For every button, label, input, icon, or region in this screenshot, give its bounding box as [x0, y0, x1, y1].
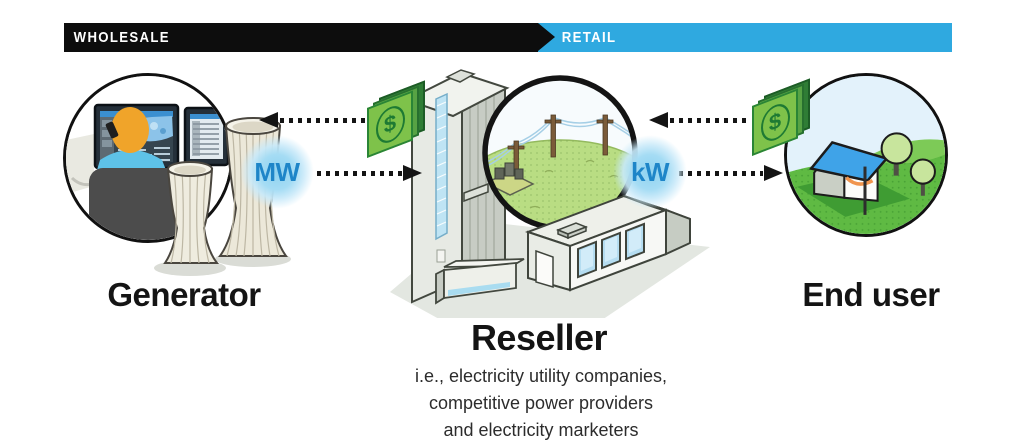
- retail-banner: RETAIL: [538, 23, 952, 52]
- dollar-sign: $: [383, 108, 397, 139]
- window-strip: [435, 92, 448, 241]
- wholesale-arrow-tip-icon: [538, 23, 555, 51]
- substation-icon: [485, 162, 535, 196]
- dollar-bill-icon: $: [752, 88, 798, 156]
- wholesale-banner-label: WHOLESALE: [73, 29, 170, 46]
- power-to-reseller-dotted-line: [317, 171, 402, 176]
- money-to-generator-arrowhead-icon: [259, 112, 278, 128]
- generator-circle: [63, 73, 233, 243]
- reseller-description-line: competitive power providers: [428, 393, 654, 413]
- end-user-circle: [784, 73, 948, 237]
- dollar-bill-icon: $: [367, 90, 413, 158]
- power-lines: [486, 117, 635, 167]
- home-scene-icon: [787, 76, 945, 234]
- power-to-end-user-arrowhead-icon: [764, 165, 783, 181]
- retail-banner-label: RETAIL: [561, 29, 617, 46]
- reseller-description: i.e., electricity utility companies, com…: [366, 363, 716, 444]
- operator-icon: [89, 107, 181, 240]
- end-user-label: End user: [802, 276, 940, 313]
- control-room-icon: [66, 76, 230, 240]
- kw-badge-label: kW: [631, 156, 670, 187]
- mw-badge: MW: [231, 126, 323, 218]
- tree-icon: [880, 132, 936, 196]
- reseller-description-line: i.e., electricity utility companies,: [414, 366, 668, 386]
- dollar-sign: $: [768, 106, 782, 137]
- retail-money-icon: $: [752, 78, 814, 178]
- money-to-reseller-arrowhead-icon: [649, 112, 668, 128]
- power-pole: [863, 166, 867, 215]
- office-tower-icon: [404, 69, 525, 305]
- reseller-description-line: and electricity marketers: [443, 420, 639, 440]
- money-to-generator-dotted-line: [280, 118, 365, 123]
- generator-label: Generator: [107, 276, 261, 313]
- power-to-end-user-dotted-line: [679, 171, 763, 176]
- mw-badge-label: MW: [254, 156, 300, 187]
- reseller-label: Reseller: [470, 317, 608, 358]
- kw-badge: kW: [604, 126, 696, 218]
- annex-door: [535, 249, 554, 289]
- power-to-reseller-arrowhead-icon: [403, 165, 422, 181]
- monitor-right-icon: [183, 106, 230, 167]
- wholesale-banner: WHOLESALE: [64, 23, 538, 52]
- house-icon: [808, 140, 889, 215]
- roof-vent-icon: [555, 222, 589, 240]
- money-to-reseller-dotted-line: [670, 118, 751, 123]
